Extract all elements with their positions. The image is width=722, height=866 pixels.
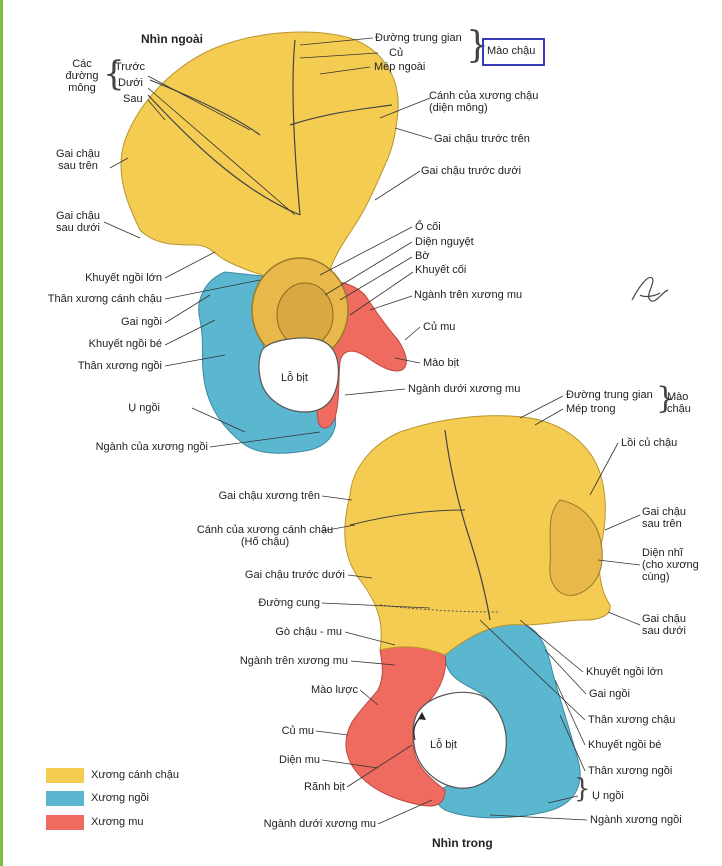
label-outer-ischial-spine: Gai ngồi: [121, 316, 162, 328]
label-inner-iliopubic: Gò chậu - mu: [275, 626, 342, 638]
label-outer-ilium-body: Thân xương cánh chậu: [47, 293, 162, 305]
label-inner-ischium-body: Thân xương ngồi: [588, 765, 673, 777]
label-outer-wing: Cánh của xương chậu (diện mông): [429, 90, 539, 114]
legend-swatch-ilium: [46, 768, 84, 783]
label-inner-sup-ramus: Ngành trên xương mu: [239, 655, 348, 667]
label-inner-intermediate-zone: Đường trung gian: [566, 389, 653, 401]
label-inner-asis: Gai chậu xương trên: [218, 490, 320, 502]
label-inner-inf-ramus: Ngành dưới xương mu: [263, 818, 376, 830]
outer-ilium: [120, 31, 399, 284]
label-outer-psis: Gai chậu sau trên: [55, 148, 101, 172]
legend-swatch-pubis: [46, 815, 84, 830]
label-outer-lesser-notch: Khuyết ngồi bé: [88, 338, 162, 350]
inner-fossa-line: [349, 509, 466, 526]
label-outer-aiis: Gai chậu trước dưới: [421, 165, 522, 177]
outer-gluteal-line-cross: [289, 104, 393, 126]
brace-inner-iliac-crest: }: [656, 381, 676, 416]
inner-obturator-foramen: [412, 691, 507, 789]
label-outer-acetabulum: Ổ cối: [415, 221, 441, 233]
legend-label-ilium: Xương cánh chậu: [91, 769, 179, 781]
brace-gluteal-lines: {: [103, 54, 125, 94]
inner-pubis: [345, 642, 447, 807]
inner-divide-line: [444, 429, 491, 621]
label-inner-auricular: Diện nhĩ (cho xương cùng): [642, 547, 699, 583]
outer-view-bone: [120, 31, 407, 454]
label-gluteal-inferior: Dưới: [118, 77, 143, 89]
inner-view-bone: [344, 415, 611, 819]
label-inner-psis: Gai chậu sau trên: [642, 506, 687, 530]
outer-gluteal-line-posterior: [147, 94, 301, 216]
outer-view-title: Nhìn ngoài: [141, 32, 203, 46]
label-outer-margin: Bờ: [415, 250, 430, 262]
inner-obturator-arrowhead: [418, 712, 426, 720]
left-frame-border: [0, 0, 3, 866]
label-inner-iliac-crest: Mào chậu: [667, 391, 691, 415]
label-inner-lip: Mép trong: [566, 403, 616, 415]
label-outer-sup-ramus: Ngành trên xương mu: [414, 289, 523, 301]
label-inner-obturator-foramen: Lỗ bịt: [430, 739, 457, 751]
outer-gluteal-line-inferior: [292, 39, 301, 216]
label-outer-intermediate-zone: Đường trung gian: [375, 32, 462, 44]
legend-label-pubis: Xương mu: [91, 816, 144, 828]
legend-swatch-ischium: [46, 791, 84, 806]
label-gluteal-posterior: Sau: [123, 93, 143, 105]
label-inner-pecten: Mào lược: [311, 684, 358, 696]
label-outer-piis: Gai chậu sau dưới: [55, 210, 101, 234]
inner-view-title: Nhìn trong: [432, 836, 493, 850]
label-outer-inf-ramus: Ngành dưới xương mu: [408, 383, 521, 395]
label-outer-iliac-crest: Mào chậu: [487, 45, 536, 57]
inner-ilium: [344, 415, 611, 656]
label-inner-ischial-spine: Gai ngồi: [589, 688, 630, 700]
brace-inner-ischial-tuber: }: [574, 774, 591, 804]
label-outer-ischial-tuber: Ụ ngồi: [128, 402, 160, 414]
label-inner-symphyseal: Diện mu: [279, 754, 320, 766]
legend-label-ischium: Xương ngồi: [91, 792, 150, 804]
label-inner-greater-notch: Khuyết ngồi lớn: [586, 666, 663, 678]
label-inner-ilium-body: Thân xương chậu: [588, 714, 676, 726]
label-inner-piis: Gai chậu sau dưới: [642, 613, 687, 637]
label-inner-iliac-tuberosity: Lồi củ chậu: [621, 437, 678, 449]
label-outer-ischium-body: Thân xương ngồi: [77, 360, 162, 372]
label-outer-ischial-ramus: Ngành của xương ngồi: [95, 441, 208, 453]
label-outer-obturator-foramen: Lỗ bịt: [281, 372, 308, 384]
inner-auricular-surface: [549, 499, 603, 596]
label-outer-tubercle: Củ: [389, 47, 404, 59]
label-outer-acetabular-notch: Khuyết cối: [415, 264, 467, 276]
label-inner-obturator-groove: Rãnh bịt: [304, 781, 345, 793]
outer-obturator-foramen: [258, 337, 340, 413]
label-outer-obturator-crest: Mào bịt: [423, 357, 460, 369]
label-outer-lip: Mép ngoài: [374, 61, 426, 73]
label-inner-lesser-notch: Khuyết ngồi bé: [588, 739, 662, 751]
artist-signature: [631, 276, 669, 302]
label-inner-wing: Cánh của xương cánh chậu (Hố chậu): [196, 524, 334, 548]
outer-gluteal-line-anterior: [149, 79, 261, 136]
label-inner-aiis: Gai chậu trước dưới: [244, 569, 345, 581]
label-outer-pubic-tubercle: Củ mu: [423, 321, 456, 333]
outer-leader-lines: [103, 37, 433, 448]
label-gluteal-anterior: Trước: [115, 61, 146, 73]
inner-leader-lines: [315, 395, 641, 825]
label-outer-greater-notch: Khuyết ngồi lớn: [85, 272, 162, 284]
label-outer-asis: Gai chậu trước trên: [434, 133, 530, 145]
label-inner-ischial-ramus: Ngành xương ngồi: [590, 814, 682, 826]
label-outer-lunate: Diện nguyệt: [415, 236, 474, 248]
label-gluteal-lines-group: Các đường mông: [65, 58, 99, 94]
iliac-crest-highlight-box: [482, 38, 545, 66]
label-inner-ischial-tuber: Ụ ngồi: [592, 790, 624, 802]
label-inner-pubic-tubercle: Củ mu: [281, 725, 314, 737]
label-inner-arcuate: Đường cung: [258, 597, 320, 609]
